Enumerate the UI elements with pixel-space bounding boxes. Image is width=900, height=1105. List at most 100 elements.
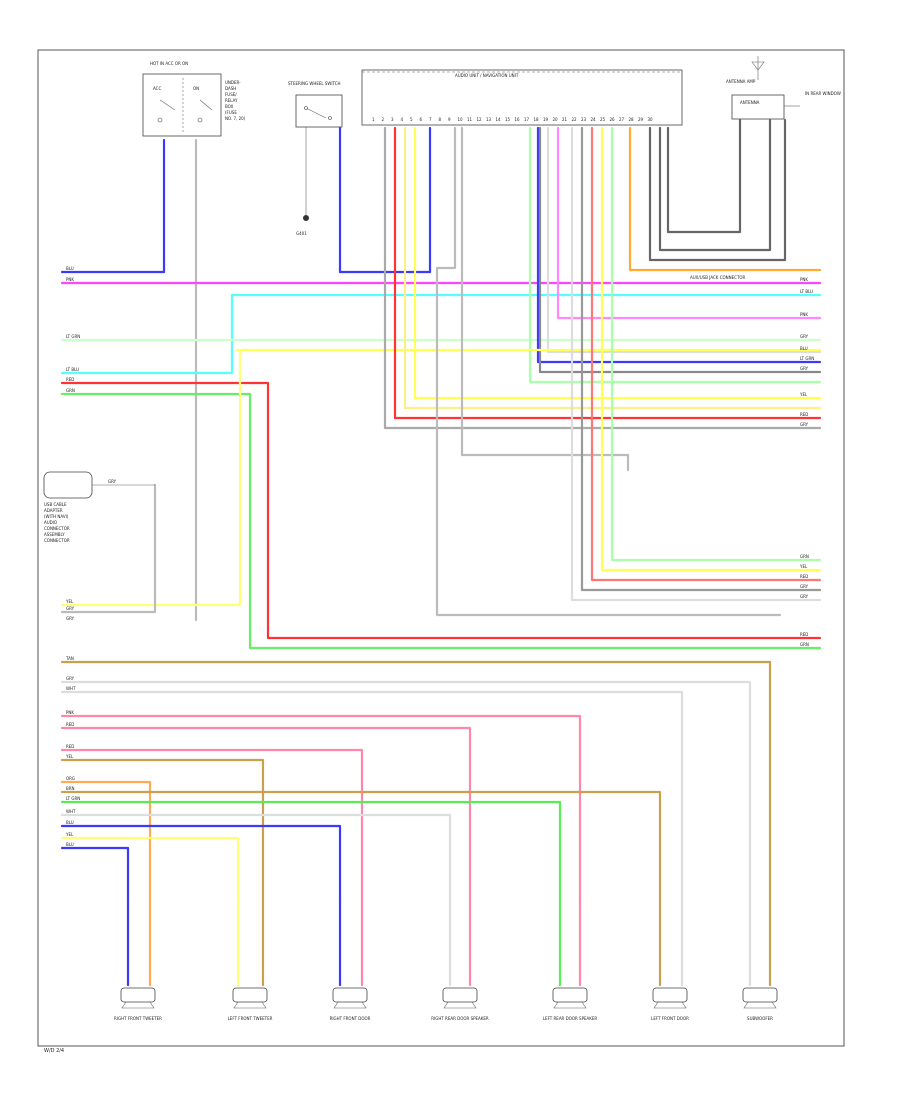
ignition-line-1: ACC bbox=[153, 86, 161, 91]
svg-text:BOX: BOX bbox=[225, 104, 234, 109]
svg-text:PNK: PNK bbox=[66, 277, 74, 282]
speaker-box bbox=[652, 987, 688, 1003]
speaker-name: RIGHT FRONT DOOR bbox=[330, 1016, 371, 1021]
audio-pin-30: 30 bbox=[648, 117, 654, 122]
svg-text:LT GRN: LT GRN bbox=[800, 356, 814, 361]
wire-brn-lfd bbox=[60, 790, 662, 902]
wire-wht-lfd bbox=[60, 690, 684, 902]
ignition-switch: HOT IN ACC OR ON ACC ON UNDER- DASH FUSE… bbox=[142, 61, 246, 137]
wire-tan-lft bbox=[60, 758, 265, 902]
audio-pin-27: 27 bbox=[619, 117, 625, 122]
antenna-label: ANTENNA bbox=[740, 100, 760, 105]
speaker-cone bbox=[233, 1001, 267, 1009]
svg-text:UNDER-: UNDER- bbox=[225, 80, 241, 85]
audio-pin-14: 14 bbox=[496, 117, 502, 122]
wire-ant-2 bbox=[666, 118, 742, 234]
svg-text:LT GRN: LT GRN bbox=[66, 796, 80, 801]
svg-text:BLU: BLU bbox=[800, 346, 808, 351]
ignition-switch-box bbox=[142, 73, 222, 137]
speakers: RIGHT FRONT TWEETER LEFT FRONT TWEETER RIG… bbox=[114, 987, 778, 1021]
audio-unit-title: AUDIO UNIT / NAVIGATION UNIT bbox=[455, 73, 519, 78]
audio-pin-21: 21 bbox=[562, 117, 568, 122]
speaker-cone bbox=[553, 1001, 587, 1009]
svg-text:ASSEMBLY: ASSEMBLY bbox=[44, 532, 65, 537]
svg-text:GRN: GRN bbox=[800, 642, 809, 647]
wire-ltblu bbox=[60, 293, 822, 375]
wire-yel-down bbox=[60, 348, 242, 607]
audio-pin-25: 25 bbox=[600, 117, 606, 122]
audio-pin-7: 7 bbox=[429, 117, 432, 122]
svg-text:GRY: GRY bbox=[800, 584, 809, 589]
wire-wht-r bbox=[546, 126, 822, 354]
speaker-name: SUBWOOFER bbox=[747, 1016, 773, 1021]
svg-text:CONNECTOR: CONNECTOR bbox=[44, 538, 70, 543]
speaker-6: SUBWOOFER bbox=[742, 987, 778, 1021]
svg-text:BLU: BLU bbox=[66, 842, 74, 847]
audio-pin-8: 8 bbox=[439, 117, 442, 122]
wire-red-au bbox=[393, 126, 822, 420]
svg-text:(FUSE: (FUSE bbox=[225, 110, 237, 115]
audio-pin-5: 5 bbox=[410, 117, 413, 122]
wire-yel-b bbox=[600, 126, 822, 572]
wire-blu-rfd bbox=[60, 824, 342, 902]
svg-text:PNK: PNK bbox=[800, 312, 808, 317]
speaker-0: RIGHT FRONT TWEETER bbox=[114, 987, 162, 1021]
speaker-box bbox=[442, 987, 478, 1003]
wires bbox=[60, 118, 822, 987]
svg-text:GRY: GRY bbox=[66, 616, 75, 621]
svg-text:RED: RED bbox=[66, 744, 74, 749]
wire-red-long bbox=[60, 381, 822, 640]
svg-text:DASH: DASH bbox=[225, 86, 236, 91]
ignition-line-2: ON bbox=[193, 86, 199, 91]
speaker-box bbox=[552, 987, 588, 1003]
svg-text:RED: RED bbox=[800, 632, 808, 637]
speaker-cone bbox=[653, 1001, 687, 1009]
wire-gry-b bbox=[580, 126, 822, 592]
audio-pin-29: 29 bbox=[638, 117, 644, 122]
svg-text:WHT: WHT bbox=[66, 686, 76, 691]
audio-pin-1: 1 bbox=[372, 117, 375, 122]
svg-text:GRY: GRY bbox=[800, 422, 809, 427]
audio-pin-22: 22 bbox=[572, 117, 578, 122]
speaker-box bbox=[120, 987, 156, 1003]
svg-text:YEL: YEL bbox=[65, 832, 74, 837]
svg-text:TAN: TAN bbox=[65, 656, 74, 661]
svg-text:LT BLU: LT BLU bbox=[800, 289, 813, 294]
speaker-name: RIGHT REAR DOOR SPEAKER bbox=[431, 1016, 489, 1021]
wire-yel-lft bbox=[60, 836, 240, 902]
speaker-1: LEFT FRONT TWEETER bbox=[228, 987, 273, 1021]
svg-text:RED: RED bbox=[800, 574, 808, 579]
svg-text:WHT: WHT bbox=[66, 809, 76, 814]
left-wire-labels: BLU PNK LT GRN LT BLU RED GRN YEL GRY GR… bbox=[65, 266, 80, 847]
svg-text:RED: RED bbox=[66, 377, 74, 382]
svg-text:GRY: GRY bbox=[800, 594, 809, 599]
wire-pnk-rrd bbox=[60, 726, 472, 902]
speaker-name: LEFT REAR DOOR SPEAKER bbox=[543, 1016, 598, 1021]
wire-red-b bbox=[590, 126, 822, 582]
audio-pin-26: 26 bbox=[610, 117, 616, 122]
speaker-2: RIGHT FRONT DOOR bbox=[330, 987, 371, 1021]
wire-blu-r bbox=[536, 126, 822, 364]
right-wire-labels: PNK LT BLU PNK GRY BLU LT GRN GRY YEL RE… bbox=[799, 277, 814, 647]
speaker-4: LEFT REAR DOOR SPEAKER bbox=[543, 987, 598, 1021]
audio-pin-16: 16 bbox=[515, 117, 521, 122]
svg-text:GRY: GRY bbox=[800, 334, 809, 339]
speaker-cone bbox=[743, 1001, 777, 1009]
speaker-box bbox=[742, 987, 778, 1003]
speaker-5: LEFT FRONT DOOR bbox=[651, 987, 689, 1021]
svg-text:CONNECTOR: CONNECTOR bbox=[44, 526, 70, 531]
svg-text:YEL: YEL bbox=[799, 564, 808, 569]
svg-text:BRN: BRN bbox=[66, 786, 75, 791]
svg-text:PNK: PNK bbox=[66, 710, 74, 715]
svg-text:ORG: ORG bbox=[66, 776, 75, 781]
audio-pin-2: 2 bbox=[382, 117, 385, 122]
antenna-title: ANTENNA AMP bbox=[726, 79, 756, 84]
antenna-side-note: IN REAR WINDOW bbox=[805, 91, 841, 96]
wire-org-ant bbox=[628, 126, 822, 272]
ground-note: G401 bbox=[296, 231, 307, 236]
svg-text:PNK: PNK bbox=[800, 277, 808, 282]
